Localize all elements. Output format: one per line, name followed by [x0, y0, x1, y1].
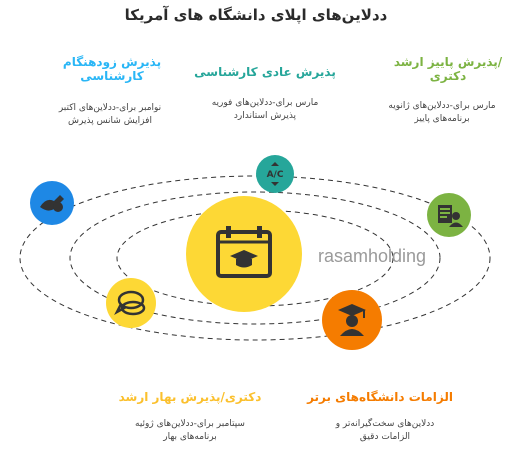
grade-text: A/C [267, 170, 284, 180]
desc-regular-line2: پذیرش استاندارد [233, 111, 297, 121]
desc-regular-line1: مارس برای-ددلاین‌های فوریه [211, 98, 319, 108]
calendar-graduation-icon [186, 196, 302, 312]
grade-ac-icon: A/C [256, 155, 294, 193]
chat-bubbles-icon [106, 278, 156, 328]
page-title: ددلاین‌های اپلای دانشگاه های آمریکا [124, 6, 388, 24]
graduate-icon [322, 290, 382, 350]
desc-early-line2: افزایش شانس پذیرش [68, 116, 152, 126]
heading-fall-masters-phd: /پذیرش پاییز ارشد دکتری [393, 55, 503, 83]
heading-early-bachelor: پذیرش زودهنگام کارشناسی [62, 55, 162, 83]
desc-spring-line1: سپتامبر برای-ددلاین‌های ژوئیه [135, 419, 245, 429]
heading-top-universities: الزامات دانشگاه‌های برتر [307, 390, 453, 404]
desc-fall-line1: مارس برای-ددلاین‌های ژانویه [388, 101, 496, 111]
desc-early-line1: نوامبر برای-ددلاین‌های اکتبر [58, 103, 162, 113]
document-person-icon [427, 193, 471, 237]
handshake-icon [30, 181, 74, 225]
desc-fall-line2: برنامه‌های پاییز [414, 114, 470, 124]
watermark-text: rasamholding [318, 246, 427, 266]
heading-spring-masters-phd: دکتری/پذیرش بهار ارشد [118, 390, 262, 404]
heading-regular-bachelor: پذیرش عادی کارشناسی [194, 65, 336, 79]
desc-spring-line2: برنامه‌های بهار [163, 432, 217, 442]
desc-top-line2: الزامات دقیق [359, 432, 411, 442]
desc-top-line1: ددلاین‌های سخت‌گیرانه‌تر و [335, 419, 435, 429]
